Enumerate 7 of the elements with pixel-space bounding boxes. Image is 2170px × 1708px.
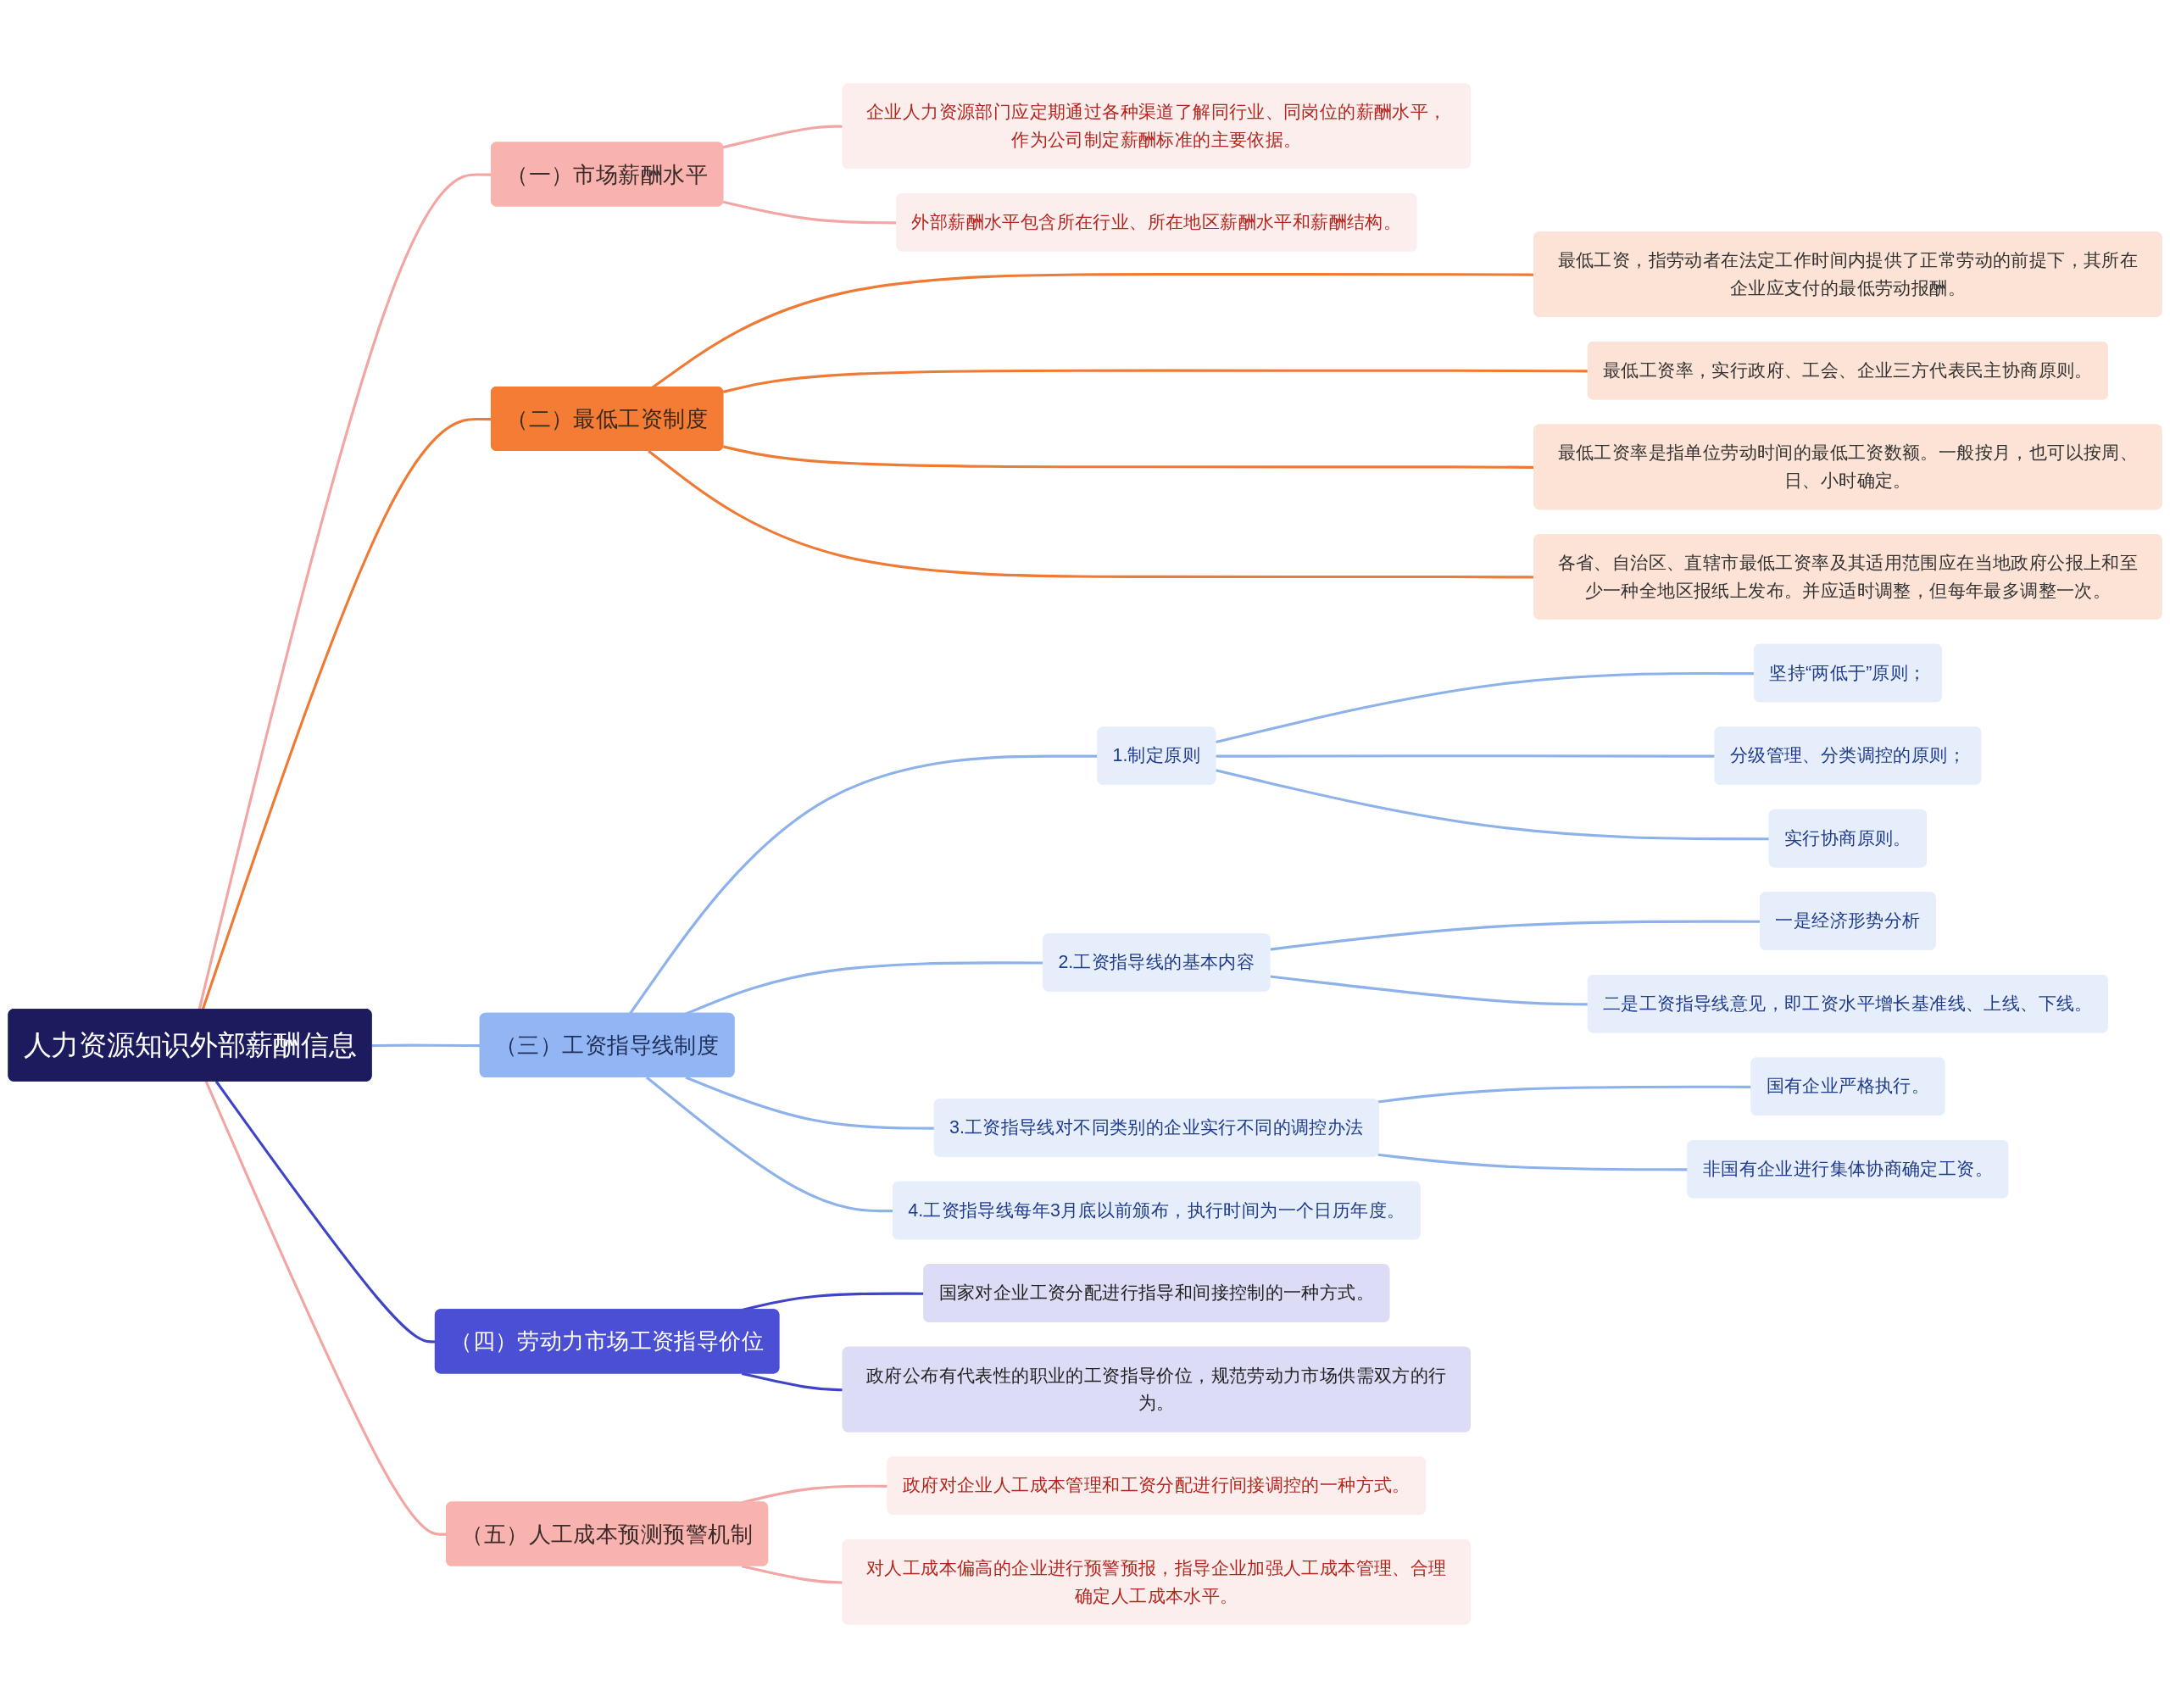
connector xyxy=(1216,754,1716,758)
connector xyxy=(741,1371,843,1392)
connector xyxy=(1377,1153,1689,1171)
connector xyxy=(371,1043,481,1048)
connector xyxy=(1377,1085,1752,1104)
connector xyxy=(722,125,843,149)
connector xyxy=(741,1565,843,1584)
